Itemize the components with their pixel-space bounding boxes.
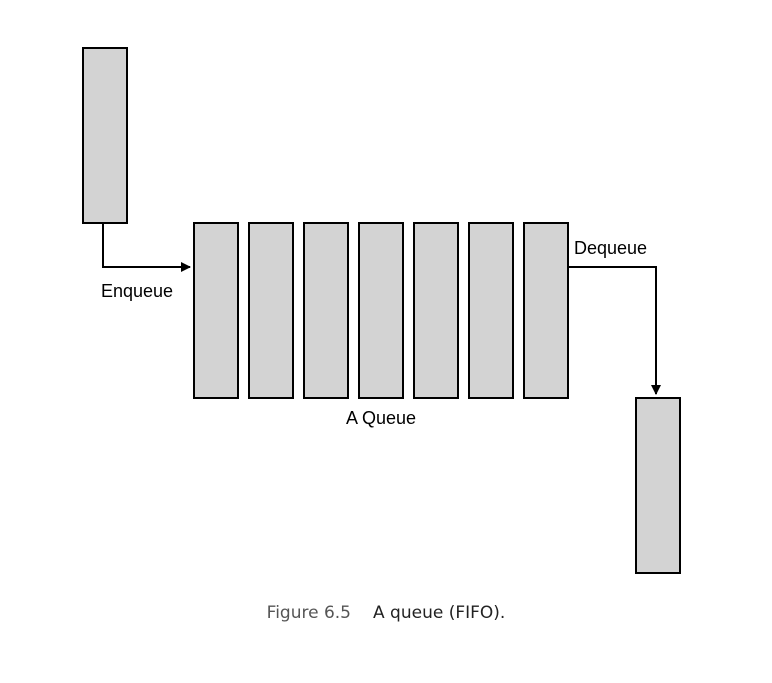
- enqueue-arrow: [102, 223, 191, 272]
- enqueue-label: Enqueue: [101, 281, 173, 301]
- queue-slot: [248, 222, 294, 399]
- dequeue-arrow: [568, 266, 661, 395]
- dequeued-element: [635, 397, 681, 574]
- figure-caption-text: A queue (FIFO).: [373, 603, 506, 623]
- queue-slot: [303, 222, 349, 399]
- queue-slot: [413, 222, 459, 399]
- dequeue-label: Dequeue: [574, 238, 647, 258]
- figure-number: Figure 6.5: [266, 603, 352, 623]
- figure-caption: Figure 6.5 A queue (FIFO).: [0, 603, 772, 623]
- queue-slots: [193, 222, 569, 399]
- queue-slot: [468, 222, 514, 399]
- queue-label: A Queue: [346, 408, 416, 428]
- incoming-element: [82, 47, 128, 224]
- queue-slot: [523, 222, 569, 399]
- queue-slot: [193, 222, 239, 399]
- queue-slot: [358, 222, 404, 399]
